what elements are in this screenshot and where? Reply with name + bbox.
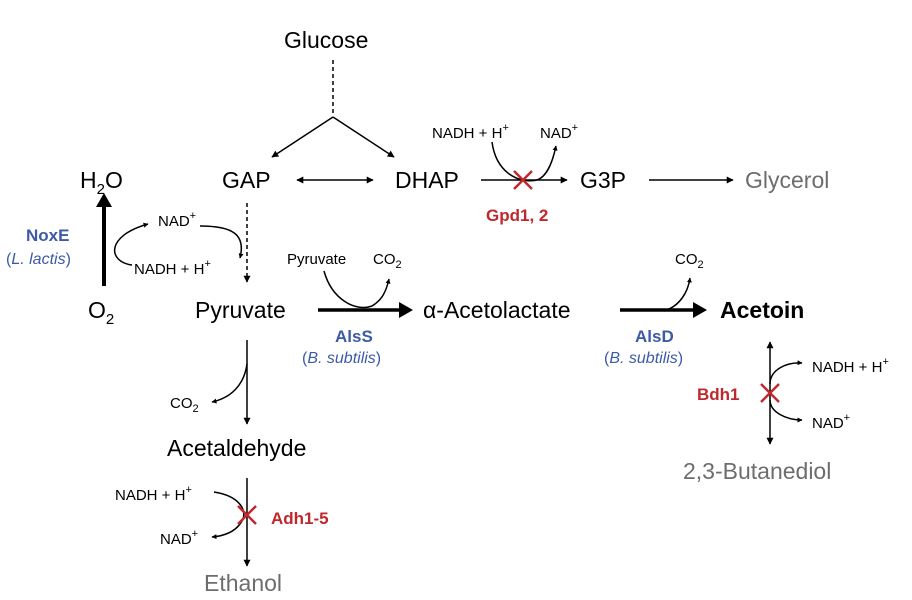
adh-enzyme-label: Adh1-5 (271, 509, 329, 528)
adh-nadh-plus: + (185, 484, 192, 496)
bdh-nad-plus: + (843, 412, 851, 424)
pyruvate-co2-curve (211, 363, 248, 404)
noxe-organism-label: (L. lactis) (6, 251, 71, 268)
alss-co2-label: CO2 (373, 252, 402, 271)
adh-knockout-cross-icon (237, 505, 257, 525)
o2-main: O (88, 297, 106, 323)
h2o-main: H (80, 167, 97, 193)
bdh-nad-text: NAD (812, 415, 844, 432)
alss-enzyme-label: AlsS (335, 327, 373, 346)
alss-co2-subscript: 2 (395, 259, 402, 271)
pdc-co2-subscript: 2 (192, 403, 199, 415)
noxe-enzyme-label: NoxE (26, 226, 70, 245)
gpd-nad-label: NAD+ (540, 122, 579, 142)
noxe-organism-name: L. lactis (11, 251, 66, 268)
bdh-nad-curve (769, 399, 803, 423)
alss-cofactor-curve (323, 270, 391, 309)
noxe-nad-text: NAD (158, 213, 190, 230)
noxe-nad-plus: + (189, 210, 197, 222)
acetaldehyde-label: Acetaldehyde (167, 435, 307, 461)
alsd-organism-name: B. subtilis (609, 350, 678, 367)
gpd-cofactor-curve (491, 141, 558, 182)
split-to-gap-arrow (271, 116, 334, 158)
o2-h2o-arrowhead (96, 193, 112, 207)
gap-label: GAP (222, 167, 271, 193)
alsd-co2-curve (663, 277, 692, 312)
adh-nad-plus: + (191, 528, 199, 540)
bdh-nad-label: NAD+ (812, 412, 851, 432)
pdc-co2-label: CO2 (170, 396, 199, 415)
alss-organism-label: (B. subtilis) (302, 350, 382, 367)
bdh-nadh-text: NADH + H (812, 359, 883, 376)
noxe-cofactor-curve (114, 222, 149, 266)
gpd-nadh-text: NADH + H (432, 125, 503, 142)
adh-cofactor-curve (211, 491, 245, 540)
bdh-nadh-curve (769, 360, 803, 385)
bdh-knockout-cross-icon (760, 383, 780, 403)
pyruvate-acetolactate-arrowhead (399, 302, 413, 318)
alsd-organism-label: (B. subtilis) (604, 350, 684, 367)
dhap-label: DHAP (395, 167, 459, 193)
alss-pyruvate-label: Pyruvate (287, 251, 347, 268)
gap-cofactor-curve (199, 225, 244, 259)
split-to-dhap-arrow (332, 116, 395, 158)
bdh-nadh-label: NADH + H+ (812, 356, 889, 376)
bdh-nadh-plus: + (882, 356, 889, 368)
acetolactate-label: α-Acetolactate (423, 297, 571, 323)
gpd-nad-text: NAD (540, 125, 572, 142)
o2-label: O2 (88, 297, 115, 328)
h2o-label: H2O (80, 167, 123, 198)
gpd-nadh-label: NADH + H+ (432, 122, 509, 142)
alsd-co2-text: CO (675, 251, 698, 268)
alsd-co2-label: CO2 (675, 252, 704, 271)
g3p-label: G3P (580, 167, 627, 193)
noxe-nadh-text: NADH + H (134, 261, 205, 278)
alsd-enzyme-label: AlsD (635, 327, 674, 346)
o2-subscript: 2 (105, 311, 115, 328)
acetolactate-acetoin-arrowhead (693, 302, 707, 318)
alsd-co2-subscript: 2 (697, 259, 704, 271)
gpd-nad-plus: + (571, 122, 579, 134)
butanediol-label: 2,3-Butanediol (683, 458, 832, 484)
h2o-subscript: 2 (96, 181, 105, 198)
glucose-label: Glucose (284, 27, 369, 53)
adh-nadh-label: NADH + H+ (115, 484, 192, 504)
bdh-enzyme-label: Bdh1 (697, 385, 740, 404)
glycerol-label: Glycerol (745, 167, 830, 193)
noxe-nadh-label: NADH + H+ (134, 258, 211, 278)
alss-organism-name: B. subtilis (307, 350, 376, 367)
alss-co2-text: CO (373, 251, 396, 268)
gpd-enzyme-label: Gpd1, 2 (486, 206, 549, 225)
noxe-nad-label: NAD+ (158, 210, 197, 230)
acetoin-label: Acetoin (720, 297, 805, 323)
adh-nadh-text: NADH + H (115, 487, 186, 504)
adh-nad-label: NAD+ (160, 528, 199, 548)
ethanol-label: Ethanol (204, 570, 283, 596)
gpd-knockout-cross-icon (513, 170, 533, 190)
adh-nad-text: NAD (160, 531, 192, 548)
h2o-tail: O (104, 167, 123, 193)
gpd-nadh-plus: + (502, 122, 509, 134)
pyruvate-label: Pyruvate (195, 297, 286, 323)
pdc-co2-text: CO (170, 395, 193, 412)
noxe-nadh-plus: + (204, 258, 211, 270)
